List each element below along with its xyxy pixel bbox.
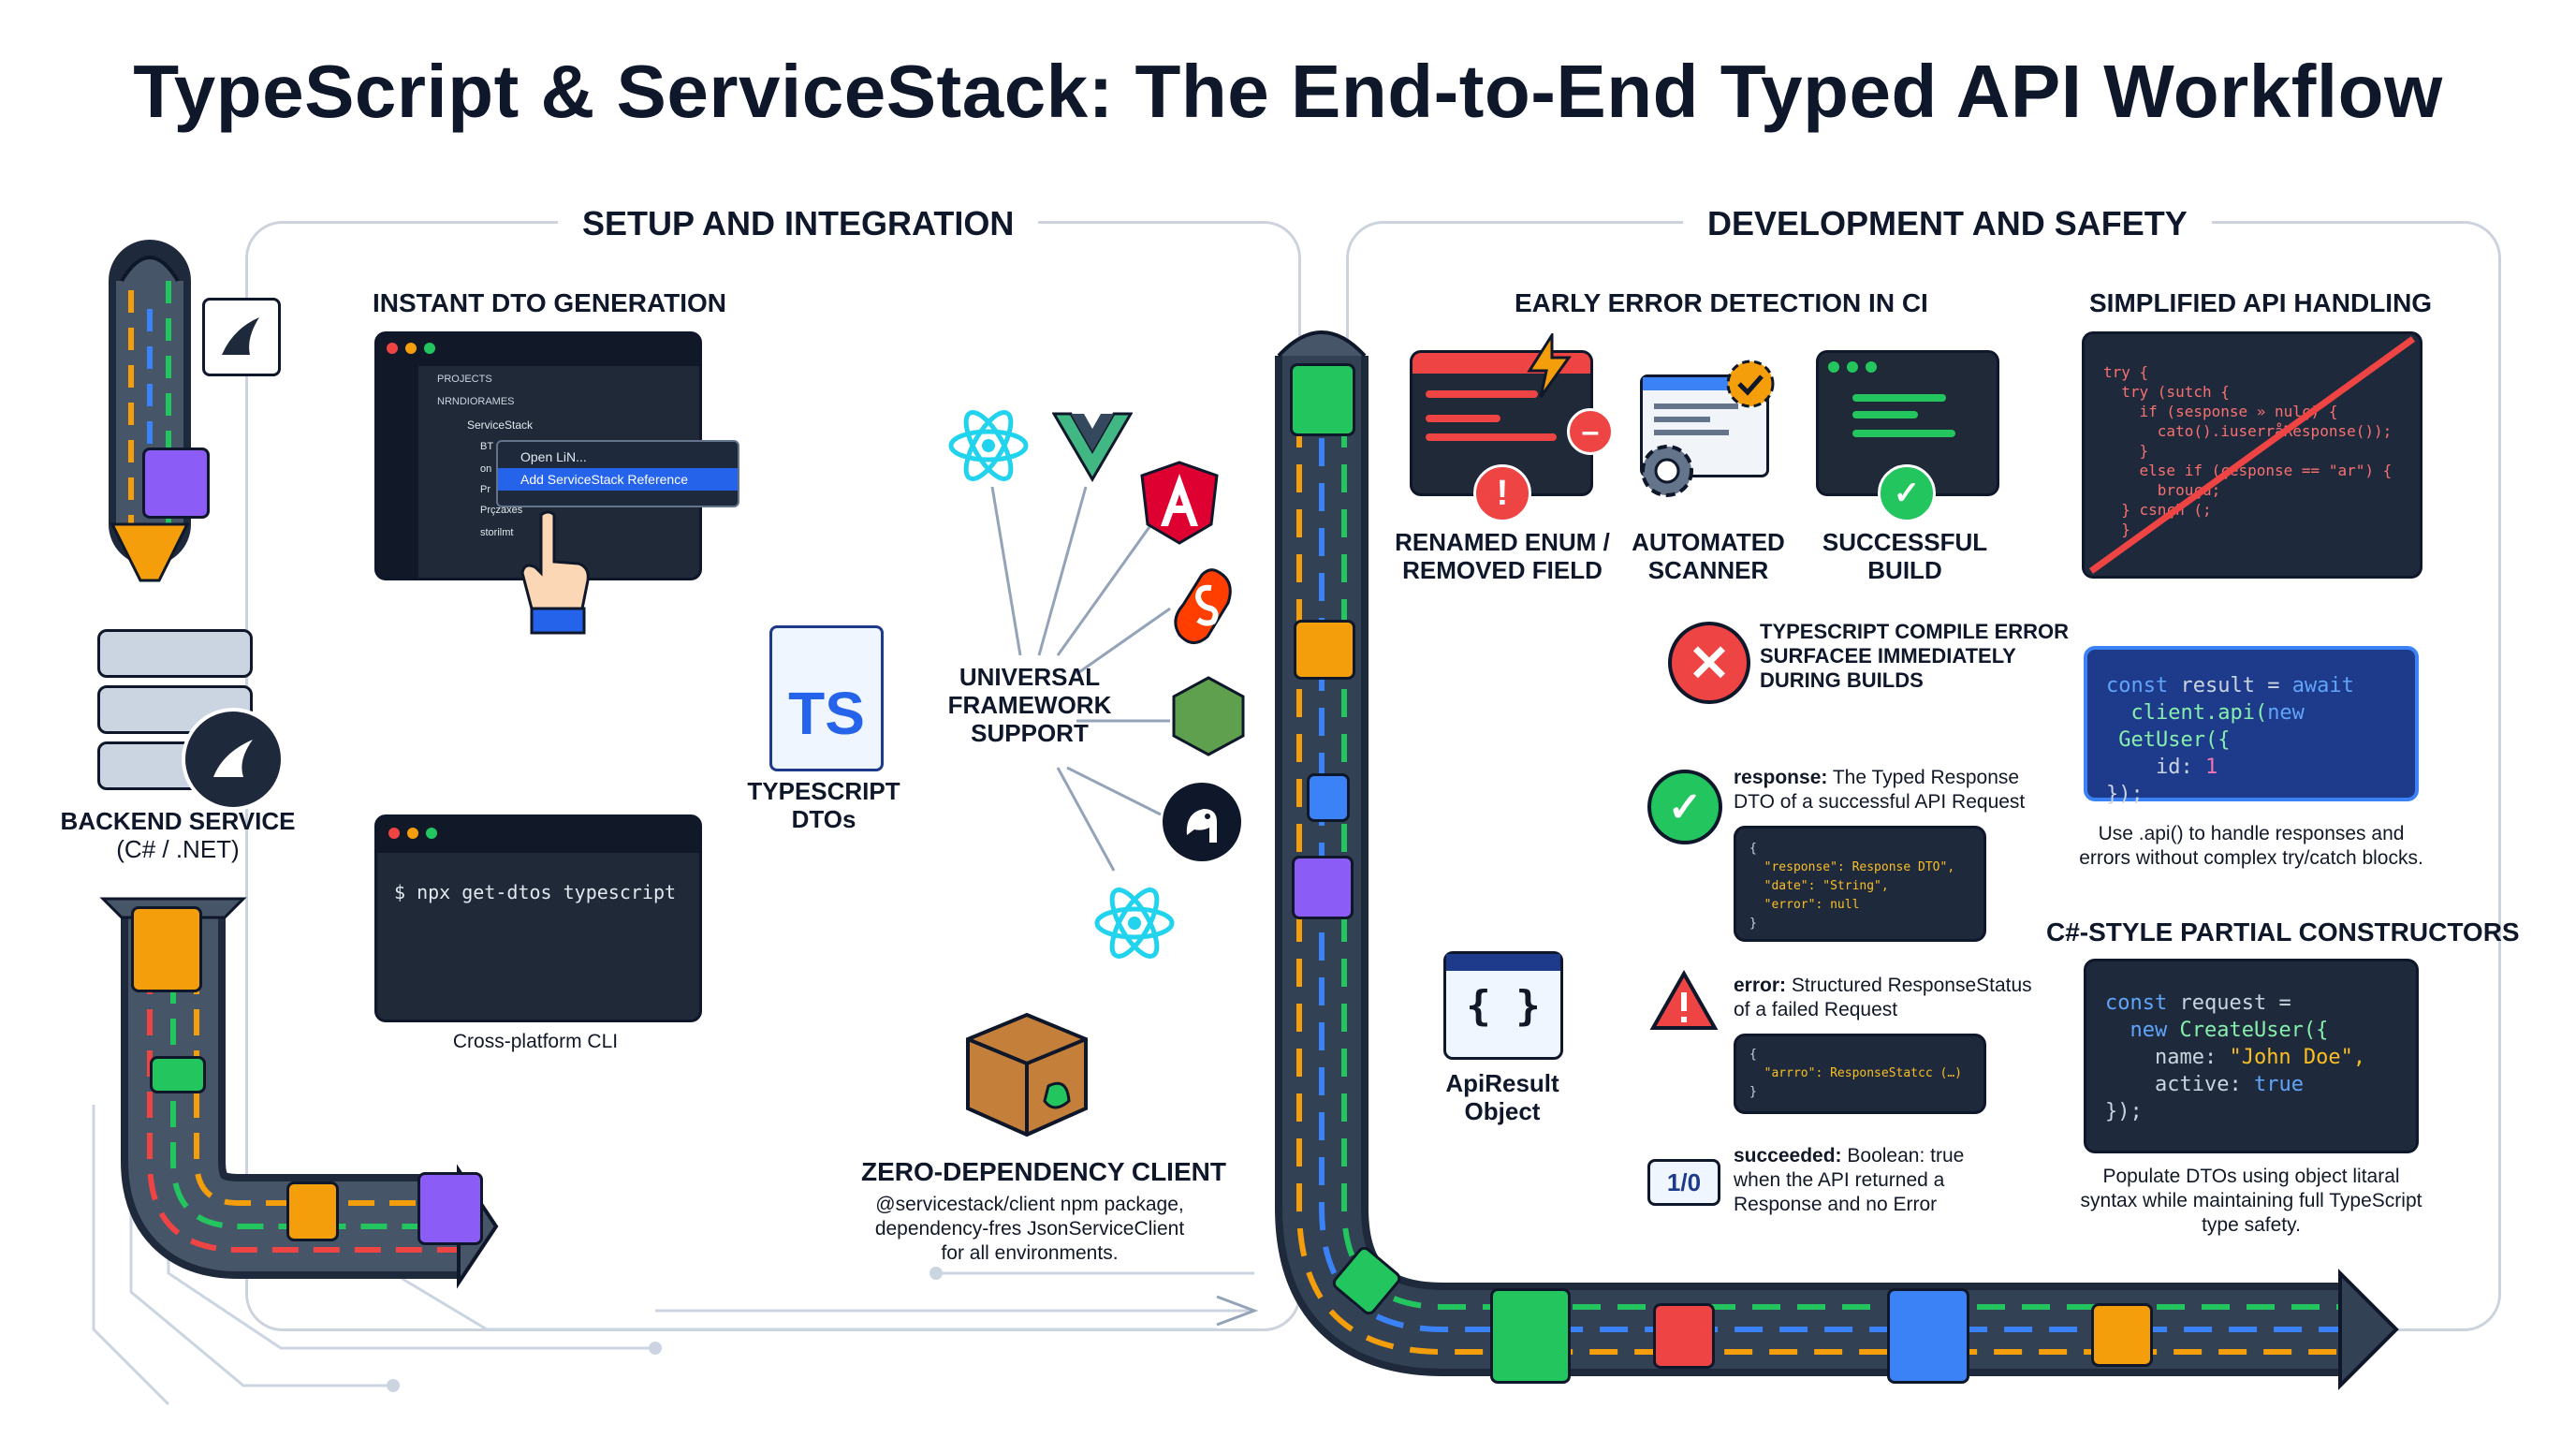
pipe-doc-icon <box>1490 1288 1571 1384</box>
pipe-doc-icon <box>1653 1303 1715 1369</box>
pipe-doc-icon <box>1290 363 1355 436</box>
response-check-icon: ✓ <box>1647 770 1722 844</box>
client-heading: ZERO-DEPENDENCY CLIENT <box>861 1157 1226 1186</box>
servicestack-circle-icon <box>182 708 285 811</box>
partial-heading: C#-STYLE PARTIAL CONSTRUCTORS <box>2046 917 2520 946</box>
minus-circle-icon: – <box>1567 408 1614 455</box>
menu-item-open[interactable]: Open LiN... <box>520 449 587 464</box>
react-icon <box>948 410 1029 481</box>
tree-item[interactable]: ServiceStack <box>467 418 534 432</box>
pipe-doc-icon <box>1292 856 1354 919</box>
build-window <box>1816 350 1999 496</box>
error-description: error: Structured ResponseStatus of a fa… <box>1734 975 2032 1020</box>
tree-item[interactable]: BT <box>480 441 494 452</box>
partial-code: const request = new CreateUser({ name: "… <box>2084 959 2419 1153</box>
svelte-icon <box>1174 568 1232 644</box>
client-description: @servicestack/client npm package,depende… <box>874 1194 1185 1264</box>
pipe-doc-icon <box>142 448 210 519</box>
response-code-block: { "response": Response DTO", "date": "St… <box>1734 826 1986 942</box>
response-description: response: The Typed Response DTO of a su… <box>1734 767 2026 813</box>
hand-cursor-icon <box>513 506 597 641</box>
strikethrough-icon <box>2088 336 2416 574</box>
cli-command: $ npx get-dtos typescript <box>394 881 677 903</box>
tree-root: NRNDIORAMES <box>437 396 515 407</box>
nodejs-icon <box>1172 676 1245 756</box>
setup-section-label: SETUP AND INTEGRATION <box>558 204 1039 243</box>
vue-icon <box>1052 412 1133 482</box>
dev-section-label: DEVELOPMENT AND SAFETY <box>1683 204 2212 243</box>
renamed-enum-label: RENAMED ENUM /REMOVED FIELD <box>1395 528 1610 584</box>
tree-item[interactable]: Prçzaxes <box>480 505 523 516</box>
success-check-icon: ✓ <box>1878 464 1936 522</box>
warning-triangle-icon <box>1649 970 1719 1030</box>
backend-label: BACKEND SERVICE(C# / .NET) <box>60 807 296 863</box>
error-circle-icon: ! <box>1473 464 1531 522</box>
tree-item[interactable]: on <box>480 463 492 475</box>
pipe-doc-icon <box>286 1181 339 1241</box>
deno-icon <box>1163 783 1241 861</box>
typescript-file-icon: TS <box>769 625 884 771</box>
gear-icon <box>1641 445 1693 497</box>
pipe-doc-icon <box>1307 773 1350 822</box>
api-call-code: const result = await client.api(new GetU… <box>2084 646 2419 806</box>
pipe-doc-icon <box>417 1172 483 1245</box>
tree-item[interactable]: storilmt <box>480 527 514 538</box>
pipe-doc-icon <box>1294 620 1355 680</box>
cli-caption: Cross-platform CLI <box>452 1031 619 1052</box>
dto-gen-heading: INSTANT DTO GENERATION <box>373 288 726 317</box>
angular-icon <box>1140 461 1219 545</box>
package-box-icon <box>966 1012 1088 1137</box>
pipe-doc-icon <box>2091 1303 2153 1367</box>
servicestack-logo-icon <box>202 298 281 376</box>
menu-item-add-reference[interactable]: Add ServiceStack Reference <box>498 468 738 491</box>
tree-item[interactable]: Pr <box>480 484 490 495</box>
gear-check-icon <box>1726 360 1775 408</box>
page-title: TypeScript & ServiceStack: The End-to-En… <box>133 50 2443 133</box>
boolean-badge-icon: 1/0 <box>1647 1159 1720 1206</box>
projects-label: PROJECTS <box>437 374 492 385</box>
context-menu: Open LiN... Add ServiceStack Reference <box>496 440 739 507</box>
early-heading: EARLY ERROR DETECTION IN CI <box>1515 288 1928 317</box>
simplified-heading: SIMPLIFIED API HANDLING <box>2089 288 2433 317</box>
apiresult-window-icon: { } <box>1443 951 1563 1060</box>
pipe-doc-icon <box>150 1056 206 1093</box>
compile-error-x-icon: ✕ <box>1668 622 1750 704</box>
pipe-doc-icon <box>1887 1288 1969 1384</box>
cli-window: $ npx get-dtos typescript <box>374 814 702 1022</box>
pipe-doc-icon <box>131 906 202 992</box>
react-icon <box>1094 888 1175 959</box>
error-code-block: { "arrro": ResponseStatcc (…) } <box>1734 1034 1986 1114</box>
lightning-icon <box>1527 333 1572 398</box>
succeeded-description: succeeded: Boolean: true when the API re… <box>1734 1145 1965 1215</box>
